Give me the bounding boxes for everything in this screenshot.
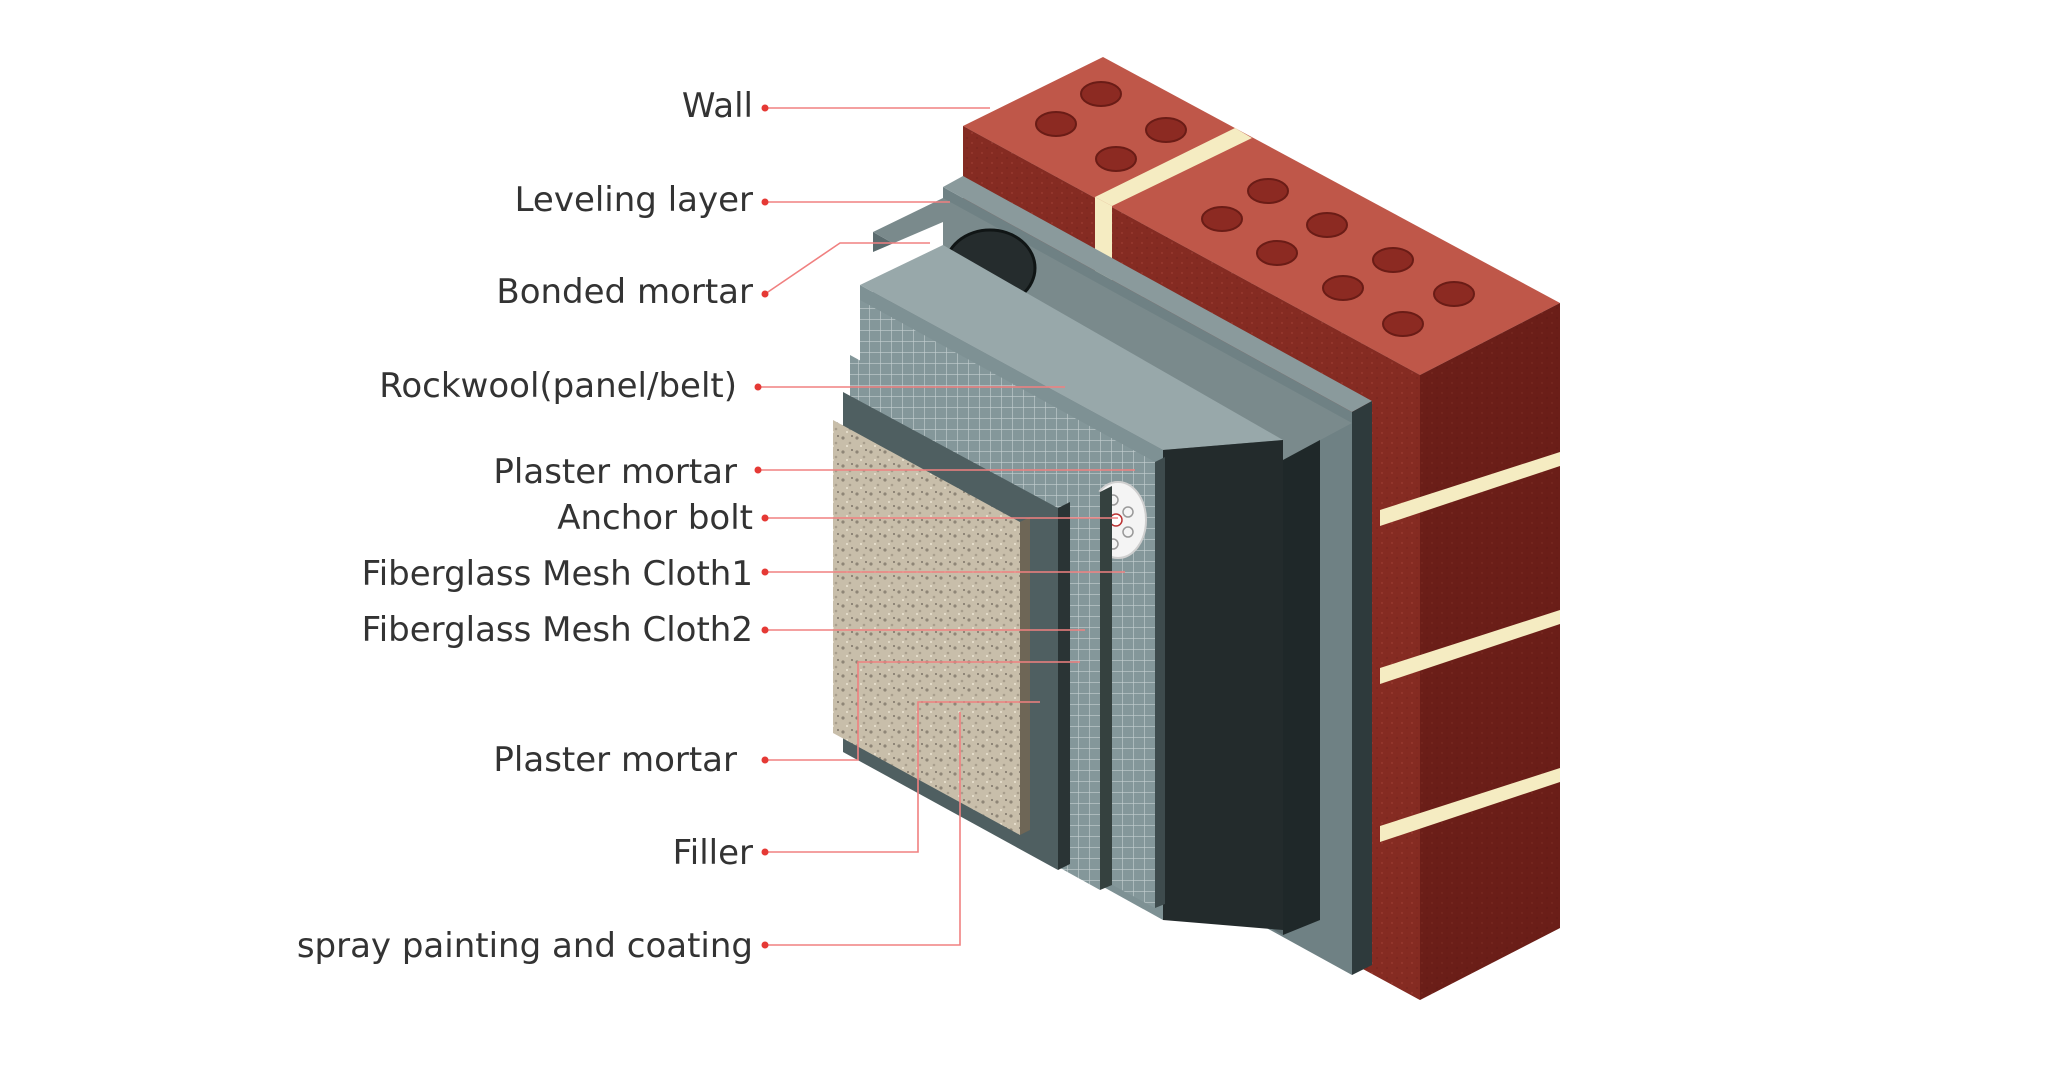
- leader-line: [765, 712, 961, 946]
- brick-top-face: [963, 57, 1560, 375]
- label-plaster-mortar-2: Plaster mortar: [493, 740, 737, 780]
- mesh1-side: [1155, 457, 1165, 908]
- bonded-mortar-side: [1283, 440, 1320, 935]
- leader-dot: [761, 848, 769, 856]
- leader-line: [765, 661, 1080, 761]
- leveling-side: [1352, 401, 1372, 975]
- rockwool-side: [1163, 440, 1283, 930]
- leader-dot: [761, 104, 769, 112]
- label-plaster-mortar-1: Plaster mortar: [493, 452, 737, 492]
- leader-dot: [761, 290, 769, 298]
- label-leveling-layer: Leveling layer: [514, 180, 753, 220]
- rockwool-top: [860, 245, 1283, 450]
- label-bonded-mortar: Bonded mortar: [496, 272, 753, 312]
- brick-end-joint-3: [1380, 768, 1560, 842]
- brick-holes: [1035, 81, 1475, 337]
- leader-line: [765, 701, 1040, 853]
- label-spray-painting: spray painting and coating: [296, 926, 753, 966]
- leader-dot: [754, 383, 762, 391]
- leader-line: [764, 242, 930, 295]
- leader-dot: [761, 626, 769, 634]
- brick-end-joint-1: [1380, 452, 1560, 526]
- label-anchor-bolt: Anchor bolt: [557, 498, 753, 538]
- leader-dot: [761, 941, 769, 949]
- leader-dot: [754, 466, 762, 474]
- label-rockwool: Rockwool(panel/belt): [379, 366, 737, 406]
- leader-dot: [761, 198, 769, 206]
- leveling-top: [943, 176, 1372, 412]
- leader-dot: [761, 568, 769, 576]
- label-wall: Wall: [681, 86, 753, 126]
- brick-end-joint-2: [1380, 610, 1560, 684]
- finish-coat-layer: [833, 420, 1030, 835]
- leader-dots: [754, 104, 769, 949]
- outer-plaster-side: [1058, 502, 1070, 870]
- label-fiberglass-mesh-1: Fiberglass Mesh Cloth1: [361, 554, 753, 594]
- label-filler: Filler: [672, 833, 753, 873]
- finish-coat-side: [1020, 517, 1030, 835]
- leader-lines: [758, 107, 1135, 946]
- leader-dot: [761, 514, 769, 522]
- label-fiberglass-mesh-2: Fiberglass Mesh Cloth2: [361, 610, 753, 650]
- finish-coat-front: [833, 420, 1020, 835]
- mesh2-side: [1100, 486, 1112, 890]
- brick-top-joint: [1095, 128, 1252, 206]
- leader-dot: [761, 756, 769, 764]
